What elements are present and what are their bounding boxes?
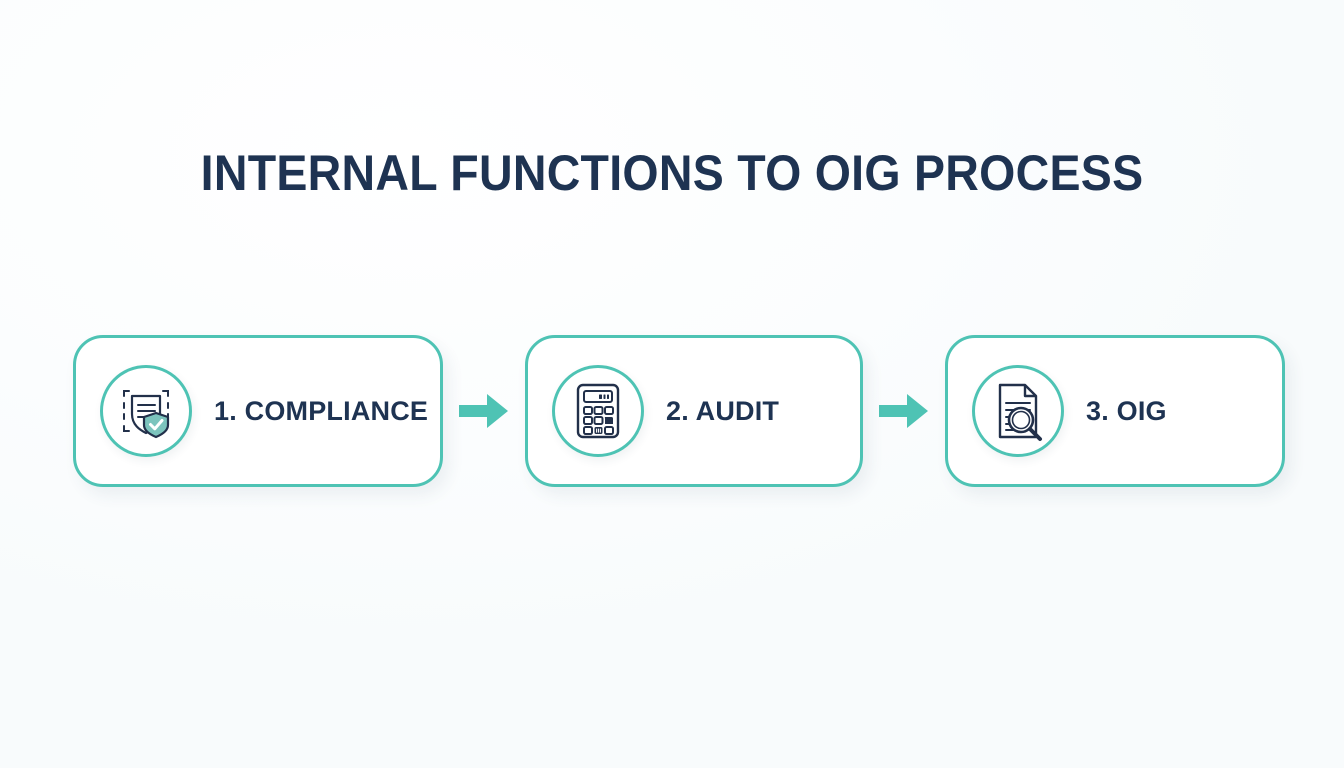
compliance-icon-badge [100,365,192,457]
process-step-label: 3. OIG [1086,395,1167,426]
process-step-compliance[interactable]: 1. COMPLIANCE [73,335,443,487]
oig-icon-badge [972,365,1064,457]
arrow-right-icon [459,391,509,431]
process-step-label: 2. AUDIT [666,395,780,426]
document-shield-check-icon [116,380,176,442]
calculator-icon [572,381,624,441]
flow-connector-2 [879,388,929,434]
process-flow: 1. COMPLIANCE [73,335,1287,487]
arrow-right-icon [879,391,929,431]
process-step-oig[interactable]: 3. OIG [945,335,1285,487]
process-step-label: 1. COMPLIANCE [214,395,429,426]
flow-connector-1 [459,388,509,434]
audit-icon-badge [552,365,644,457]
page-title: INTERNAL FUNCTIONS TO OIG PROCESS [200,144,1144,201]
document-magnifier-icon [990,380,1046,442]
process-step-audit[interactable]: 2. AUDIT [525,335,863,487]
